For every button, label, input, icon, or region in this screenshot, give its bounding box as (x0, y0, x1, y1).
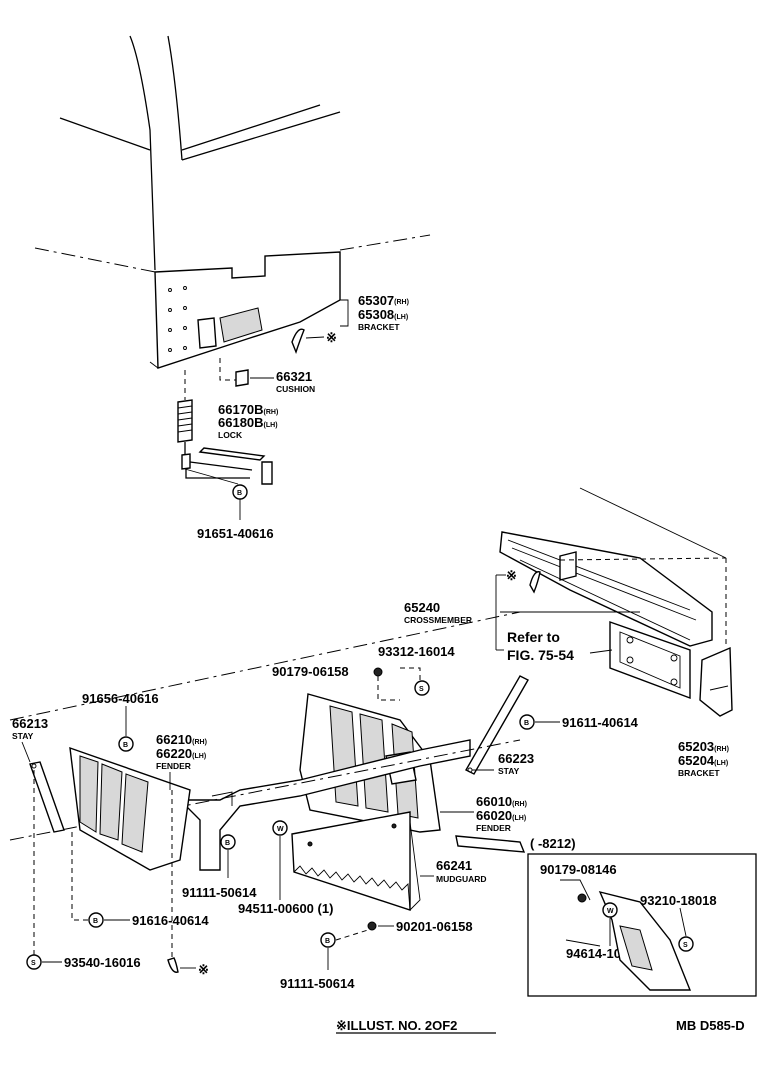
refer-plate (609, 621, 691, 700)
svg-text:90179-08146: 90179-08146 (540, 862, 617, 877)
svg-text:CROSSMEMBER: CROSSMEMBER (404, 615, 472, 625)
svg-text:※: ※ (198, 962, 209, 977)
svg-text:BRACKET: BRACKET (358, 322, 400, 332)
svg-text:FENDER: FENDER (156, 761, 191, 771)
label-91111b: B 91111-50614 (280, 932, 355, 991)
svg-text:Refer to: Refer to (507, 629, 560, 645)
svg-text:LOCK: LOCK (218, 430, 243, 440)
bracket-plate (149, 251, 341, 369)
svg-text:66020(LH): 66020(LH) (476, 808, 526, 823)
left-guides (33, 770, 173, 960)
svg-text:B: B (237, 490, 242, 497)
label-66223: 66223 STAY (472, 751, 534, 776)
label-66010: 66010(RH) 66020(LH) FENDER (440, 794, 527, 833)
label-65240: 65240 CROSSMEMBER (404, 600, 472, 625)
left-fender (69, 746, 191, 871)
inset-box: ( -8212) 90179-08146 93210-18018 94614-1… (455, 835, 757, 997)
label-66210: 66210(RH) 66220(LH) FENDER (156, 732, 207, 790)
small-hardware-top: 93312-16014 S 90179-06158 (272, 644, 455, 701)
svg-text:66180B(LH): 66180B(LH) (218, 415, 278, 430)
asterisk-marker: ※ (326, 330, 337, 345)
label-65203: 65203(RH) 65204(LH) BRACKET (678, 739, 729, 778)
label-93540: S 93540-16016 (26, 954, 141, 970)
svg-text:66321: 66321 (276, 369, 312, 384)
svg-text:91611-40614: 91611-40614 (562, 715, 639, 730)
svg-text:W: W (607, 908, 614, 915)
svg-text:93540-16016: 93540-16016 (64, 955, 141, 970)
label-66170B: 66170B(RH) 66180B(LH) LOCK (218, 402, 278, 440)
label-91611: B 91611-40614 (519, 714, 639, 730)
svg-text:93312-16014: 93312-16014 (378, 644, 455, 659)
svg-text:66220(LH): 66220(LH) (156, 746, 206, 761)
refer-note: Refer to FIG. 75-54 (496, 629, 613, 663)
label-91111a: 91111-50614 (182, 885, 257, 900)
svg-text:FIG. 75-54: FIG. 75-54 (507, 647, 574, 663)
label-66321: 66321 CUSHION (276, 369, 315, 394)
svg-text:STAY: STAY (12, 731, 34, 741)
lock-assembly: B (177, 399, 273, 520)
centerline-crossmember (9, 611, 521, 721)
body-outline (34, 35, 431, 273)
crossmember-part (499, 487, 727, 647)
svg-text:S: S (419, 686, 424, 693)
svg-text:W: W (277, 826, 284, 833)
label-91651: 91651-40616 (197, 526, 274, 541)
svg-text:( -8212): ( -8212) (530, 836, 576, 851)
svg-text:66010(RH): 66010(RH) (476, 794, 527, 809)
svg-text:66210(RH): 66210(RH) (156, 732, 207, 747)
svg-text:66223: 66223 (498, 751, 534, 766)
svg-text:90201-06158: 90201-06158 (396, 919, 473, 934)
svg-text:91656-40616: 91656-40616 (82, 691, 159, 706)
svg-text:65204(LH): 65204(LH) (678, 753, 728, 768)
svg-text:BRACKET: BRACKET (678, 768, 720, 778)
svg-text:66241: 66241 (436, 858, 472, 873)
svg-text:65240: 65240 (404, 600, 440, 615)
svg-text:93210-18018: 93210-18018 (640, 893, 717, 908)
illust-note: ※ILLUST. NO. 2OF2 (336, 1018, 457, 1033)
label-66213: 66213 STAY (12, 716, 48, 763)
svg-text:※: ※ (506, 568, 517, 583)
svg-text:B: B (325, 938, 330, 945)
mudguard-part (291, 811, 421, 911)
clip-bracket: ※ (291, 328, 337, 355)
svg-text:FENDER: FENDER (476, 823, 511, 833)
label-90201: 90201-06158 (335, 919, 473, 941)
label-91616: B 91616-40614 (88, 912, 209, 928)
label-91656: 91656-40616 B (82, 691, 159, 752)
rear-bracket (699, 646, 733, 717)
svg-text:65308(LH): 65308(LH) (358, 307, 408, 322)
svg-text:66170B(RH): 66170B(RH) (218, 402, 278, 417)
stay-66213 (29, 761, 65, 833)
label-66241: 66241 MUDGUARD (420, 858, 487, 884)
cushion-part (219, 358, 274, 387)
svg-text:90179-06158: 90179-06158 (272, 664, 349, 679)
drawing-code: MB D585-D (676, 1018, 745, 1033)
svg-text:66213: 66213 (12, 716, 48, 731)
label-65307: 65307(RH) 65308(LH) BRACKET (358, 293, 409, 332)
svg-text:STAY: STAY (498, 766, 520, 776)
clip-crossmember: ※ (495, 568, 541, 650)
stay-66223 (465, 675, 529, 775)
svg-text:91111-50614: 91111-50614 (280, 976, 355, 991)
svg-text:S: S (31, 960, 36, 967)
svg-text:B: B (123, 742, 128, 749)
svg-text:65203(RH): 65203(RH) (678, 739, 729, 754)
svg-text:B: B (225, 840, 230, 847)
clip-bottom: ※ (167, 957, 209, 977)
label-94511: 94511-00600 (1) (238, 901, 333, 916)
washer-mudguard: W B (220, 820, 288, 900)
svg-text:MUDGUARD: MUDGUARD (436, 874, 487, 884)
svg-text:CUSHION: CUSHION (276, 384, 315, 394)
svg-text:65307(RH): 65307(RH) (358, 293, 409, 308)
svg-text:S: S (683, 942, 688, 949)
svg-text:91616-40614: 91616-40614 (132, 913, 209, 928)
bracket-leader (340, 299, 349, 327)
svg-text:B: B (524, 720, 529, 727)
svg-text:B: B (93, 918, 98, 925)
